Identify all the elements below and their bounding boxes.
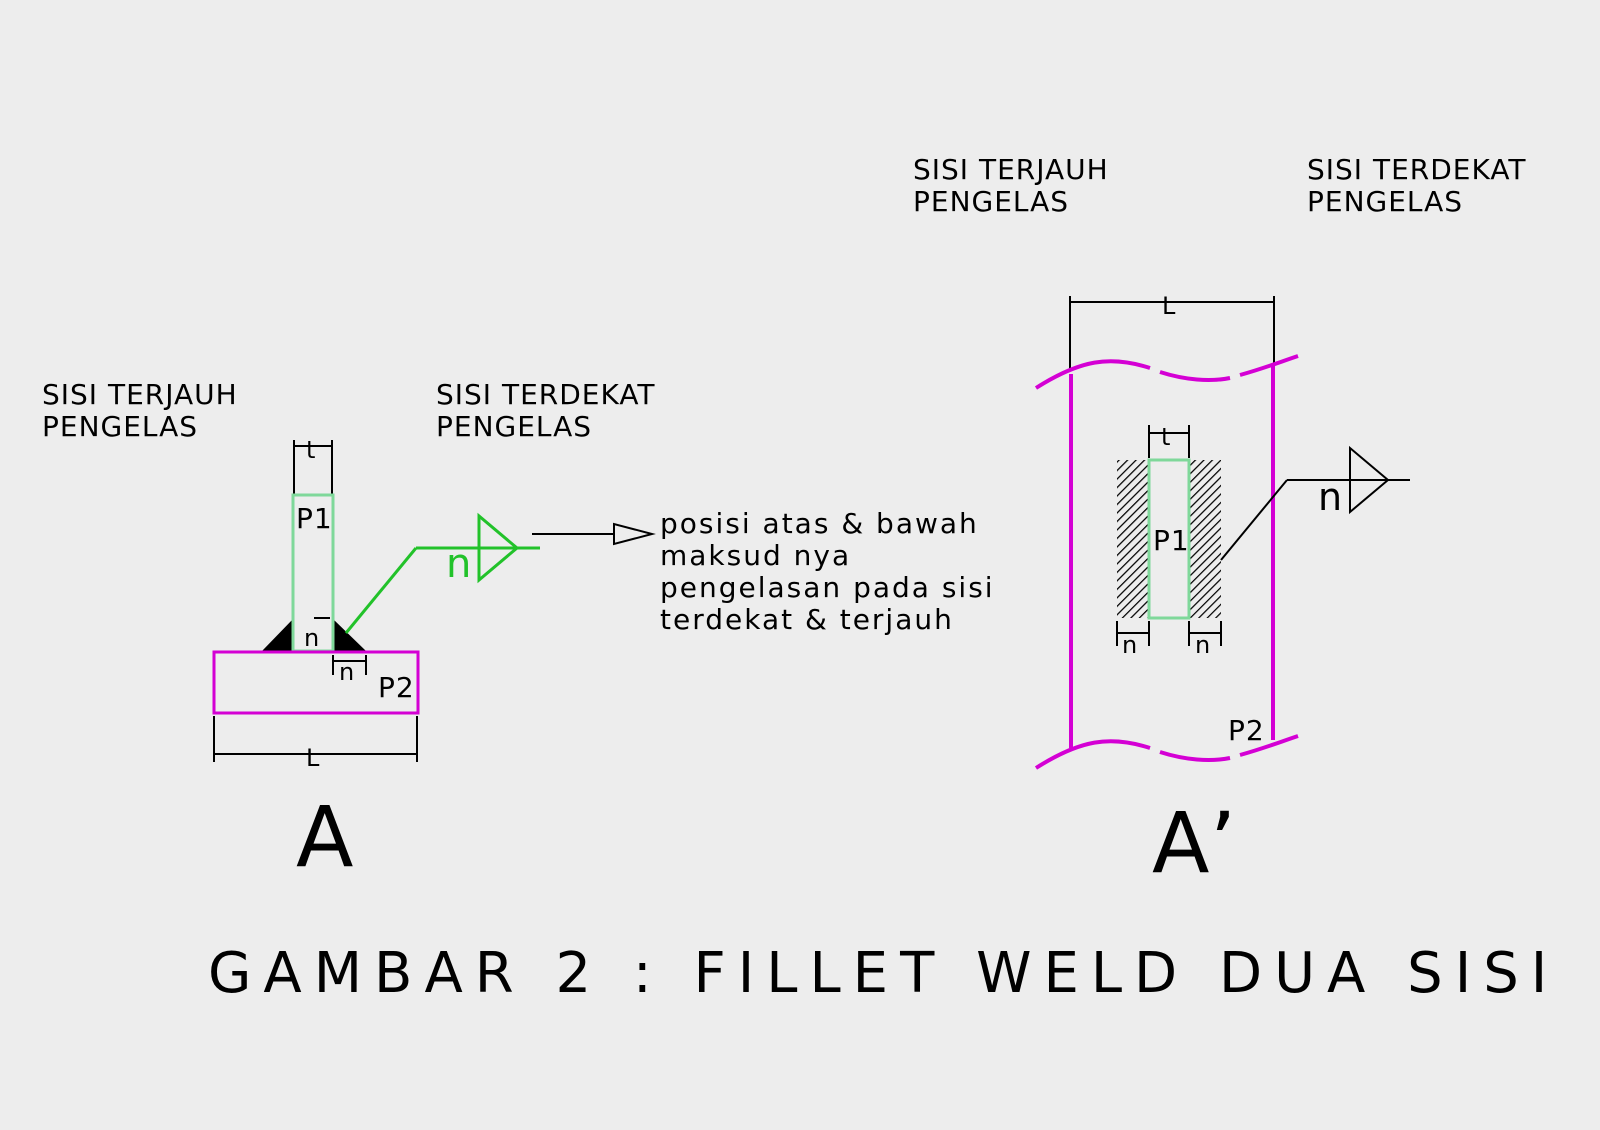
view-a-dim-n-vertical-label: n	[304, 624, 319, 652]
view-a-prime-dimension-n-left	[1116, 621, 1150, 646]
view-a-dimension-l	[213, 716, 418, 762]
view-a-dim-n-horizontal-label: n	[339, 658, 354, 686]
view-a-prime-label: A’	[1152, 794, 1236, 892]
view-a-prime-weld-symbol-n: n	[1318, 475, 1343, 519]
view-a-prime-far-side-label-line2: PENGELAS	[913, 185, 1069, 218]
note-line-2: maksud nya	[660, 539, 851, 572]
view-a-prime-weld-hatch-right	[1189, 460, 1221, 618]
view-a-prime-dim-n-right-label: n	[1195, 631, 1210, 659]
view-a-plate-p1-label: P1	[296, 502, 333, 535]
view-a-prime-near-side-label-line2: PENGELAS	[1307, 185, 1463, 218]
view-a-prime-dimension-n-right	[1188, 621, 1222, 646]
note-line-3: pengelasan pada sisi	[660, 571, 995, 604]
view-a-prime-dimension-t	[1148, 425, 1190, 458]
view-a-weld-symbol	[344, 512, 540, 634]
view-a-prime-plate-p2	[1034, 354, 1299, 770]
view-a-label: A	[296, 788, 353, 886]
view-a-near-side-label-line2: PENGELAS	[436, 410, 592, 443]
view-a-prime-plate-p1-label: P1	[1153, 524, 1190, 557]
view-a-weld-fillet-left	[262, 619, 293, 651]
view-a-plate-p2-label: P2	[378, 671, 415, 704]
note-line-4: terdekat & terjauh	[660, 603, 954, 636]
view-a-weld-fillet-right	[333, 619, 366, 651]
view-a-dim-l-label: L	[306, 744, 320, 772]
view-a-far-side-label-line1: SISI TERJAUH	[42, 378, 238, 411]
view-a-dimension-t	[293, 440, 333, 495]
view-a-prime-dim-l-label: L	[1162, 292, 1176, 320]
view-a-prime-dim-t-label: t	[1161, 423, 1170, 451]
view-a-dimension-n-horizontal	[332, 655, 367, 675]
note-text: posisi atas & bawah maksud nya pengelasa…	[660, 507, 995, 636]
view-a: SISI TERJAUH PENGELAS SISI TERDEKAT PENG…	[42, 378, 655, 886]
view-a-dim-t-label: t	[306, 436, 315, 464]
note-arrow	[532, 522, 656, 546]
view-a-weld-symbol-n: n	[446, 541, 471, 587]
view-a-prime-plate-p2-label: P2	[1228, 714, 1265, 747]
figure-title: GAMBAR 2 : FILLET WELD DUA SISI	[208, 941, 1559, 1006]
view-a-far-side-label-line2: PENGELAS	[42, 410, 198, 443]
view-a-prime-far-side-label-line1: SISI TERJAUH	[913, 153, 1109, 186]
view-a-near-side-label-line1: SISI TERDEKAT	[436, 378, 655, 411]
view-a-prime-near-side-label-line1: SISI TERDEKAT	[1307, 153, 1526, 186]
view-a-prime-dimension-l	[1069, 296, 1275, 370]
view-a-prime-weld-symbol	[1220, 445, 1410, 561]
note-line-1: posisi atas & bawah	[660, 507, 979, 540]
view-a-prime: SISI TERJAUH PENGELAS SISI TERDEKAT PENG…	[913, 153, 1526, 892]
view-a-prime-plate-p1	[1147, 458, 1191, 620]
view-a-prime-weld-hatch-left	[1117, 460, 1149, 618]
view-a-plate-p2	[212, 650, 420, 715]
view-a-prime-dim-n-left-label: n	[1122, 631, 1137, 659]
